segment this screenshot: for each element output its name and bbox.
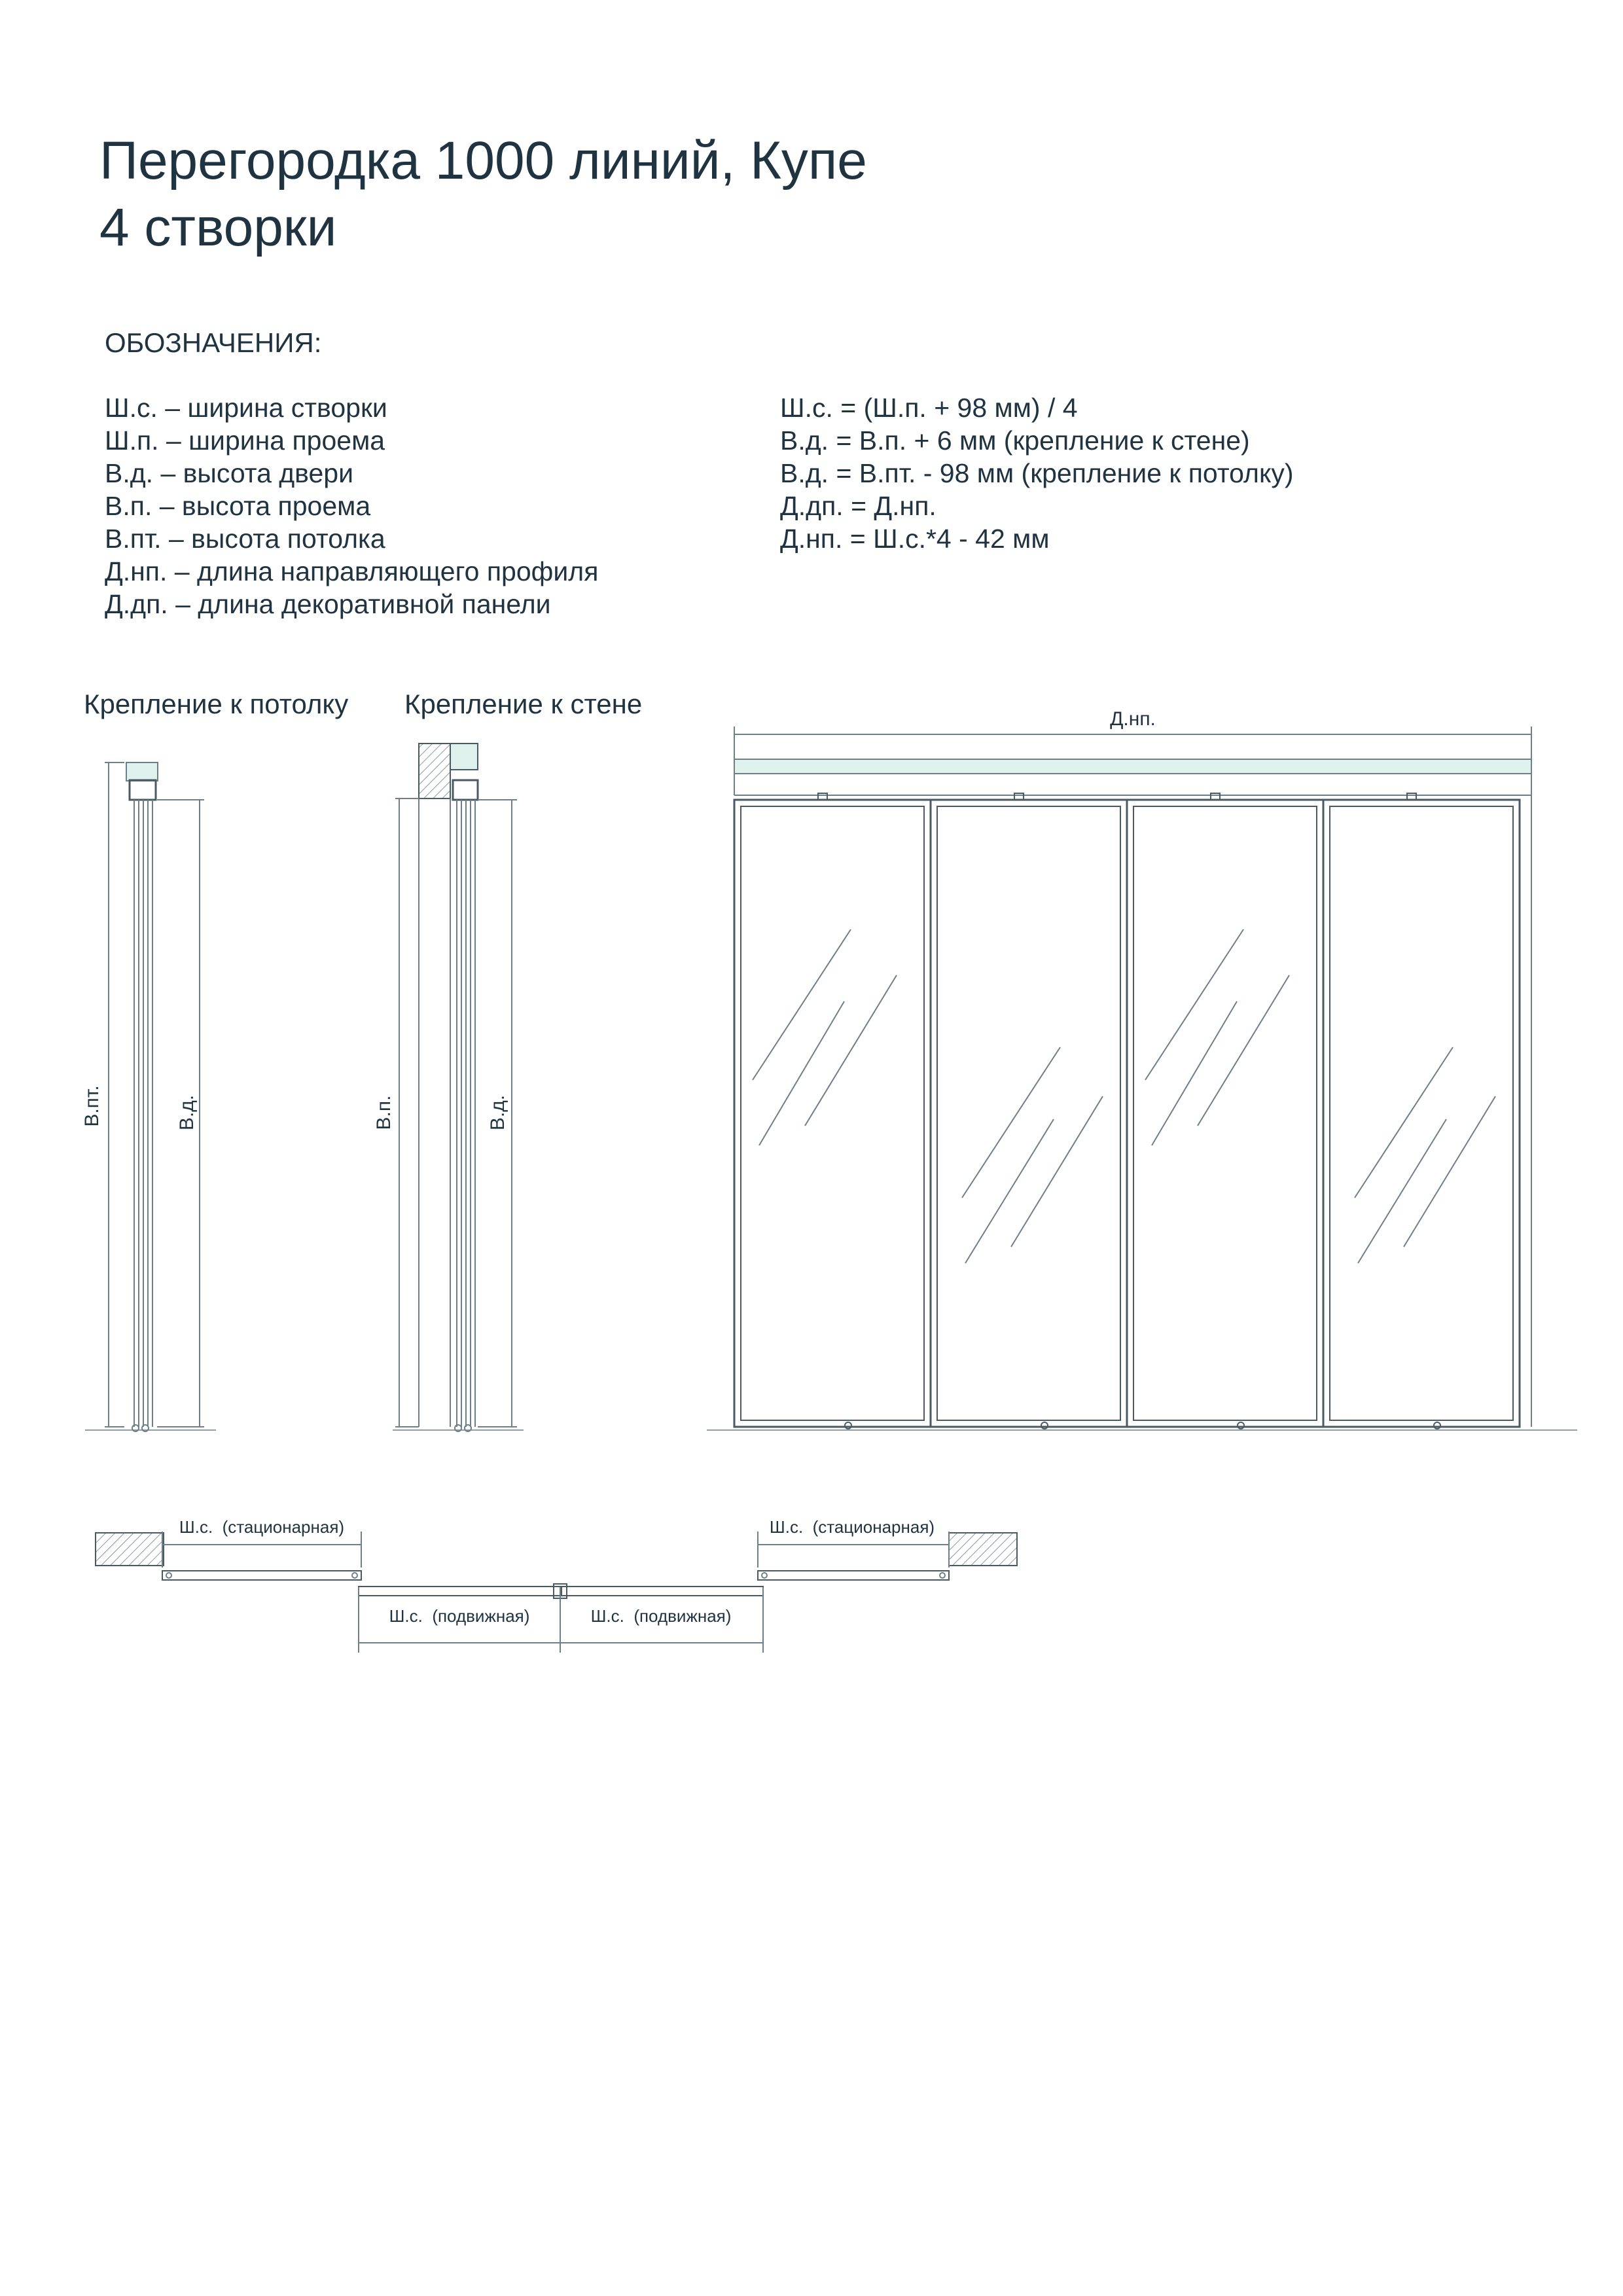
top-roller bbox=[817, 793, 828, 800]
leaf-frame-inner bbox=[1133, 806, 1317, 1421]
fixed-leaf-right bbox=[757, 1570, 950, 1581]
left-wall-hatch bbox=[95, 1532, 164, 1566]
dim-label-door-height: В.д. bbox=[176, 1095, 198, 1130]
door-leaf-4 bbox=[1322, 793, 1521, 1429]
dim-label-opening-height: В.п. bbox=[373, 1096, 395, 1130]
door-leaf-3 bbox=[1126, 793, 1325, 1429]
roller-dot bbox=[939, 1572, 946, 1579]
wall-guide-profile bbox=[450, 743, 478, 770]
definition-item: Д.нп. – длина направляющего профиля bbox=[105, 556, 599, 586]
legend-definitions: Ш.с. – ширина створки Ш.п. – ширина прое… bbox=[105, 391, 598, 620]
glass-reflection-icon bbox=[961, 1047, 1103, 1264]
door-leaf-1 bbox=[733, 793, 932, 1429]
bottom-roller bbox=[132, 1424, 139, 1432]
page-title: Перегородка 1000 линий, Купе 4 створки bbox=[99, 128, 867, 261]
leaf-frame-outer bbox=[733, 798, 932, 1428]
fixed-leaf-left bbox=[162, 1570, 362, 1581]
roller-dot bbox=[761, 1572, 768, 1579]
legend-heading: ОБОЗНАЧЕНИЯ: bbox=[105, 327, 322, 358]
leaf-frame-inner bbox=[936, 806, 1121, 1421]
top-roller bbox=[1406, 793, 1417, 800]
plan-label-right-fixed: Ш.с. (стационарная) bbox=[770, 1517, 935, 1537]
sliding-leaf-2 bbox=[560, 1586, 764, 1596]
front-elevation bbox=[707, 726, 1577, 1431]
ceiling-mount-section bbox=[85, 762, 216, 1432]
door-leaf-2 bbox=[929, 793, 1128, 1429]
leaf-frame-outer bbox=[929, 798, 1128, 1428]
roller-dot bbox=[166, 1572, 172, 1579]
formula-item: В.д. = В.пт. - 98 мм (крепление к потолк… bbox=[780, 458, 1294, 488]
bottom-roller bbox=[464, 1424, 472, 1432]
ceiling-guide-profile bbox=[126, 762, 158, 781]
glass-reflection-icon bbox=[752, 929, 897, 1146]
dim-label-guide-length: Д.нп. bbox=[1110, 708, 1156, 730]
glass-reflection-icon bbox=[1354, 1047, 1496, 1264]
top-roller bbox=[1210, 793, 1221, 800]
definition-item: В.пт. – высота потолка bbox=[105, 524, 385, 554]
leaf-frame-outer bbox=[1322, 798, 1521, 1428]
definition-item: В.д. – высота двери bbox=[105, 458, 354, 488]
formula-item: В.д. = В.п. + 6 мм (крепление к стене) bbox=[780, 425, 1250, 456]
dim-label-ceiling-height: В.пт. bbox=[81, 1085, 103, 1126]
plan-label-sliding-2: Ш.с. (подвижная) bbox=[591, 1606, 732, 1626]
ceiling-roller-block bbox=[128, 779, 157, 801]
title-line-1: Перегородка 1000 линий, Купе bbox=[99, 131, 867, 190]
roller-dot bbox=[351, 1572, 358, 1579]
wall-roller-block bbox=[452, 779, 479, 801]
glass-reflection-icon bbox=[1145, 929, 1290, 1146]
plan-label-sliding-1: Ш.с. (подвижная) bbox=[389, 1606, 530, 1626]
wall-mount-caption: Крепление к стене bbox=[404, 689, 643, 719]
definition-item: Ш.с. – ширина створки bbox=[105, 393, 387, 423]
leaf-frame-outer bbox=[1126, 798, 1325, 1428]
definition-item: Ш.п. – ширина проема bbox=[105, 425, 385, 456]
bottom-roller bbox=[141, 1424, 149, 1432]
wall-mount-section bbox=[393, 743, 524, 1432]
ceiling-mount-caption: Крепление к потолку bbox=[84, 689, 349, 719]
legend-formulas: Ш.с. = (Ш.п. + 98 мм) / 4 В.д. = В.п. + … bbox=[780, 391, 1294, 555]
bottom-roller bbox=[844, 1422, 852, 1429]
title-line-2: 4 створки bbox=[99, 198, 337, 257]
definition-item: В.п. – высота проема bbox=[105, 491, 371, 521]
sliding-leaf-1 bbox=[358, 1586, 562, 1596]
definition-item: Д.дп. – длина декоративной панели bbox=[105, 589, 551, 619]
dim-label-door-height: В.д. bbox=[487, 1095, 508, 1130]
bottom-roller bbox=[454, 1424, 462, 1432]
plan-label-left-fixed: Ш.с. (стационарная) bbox=[179, 1517, 344, 1537]
bottom-roller bbox=[1237, 1422, 1245, 1429]
plan-view bbox=[95, 1532, 1018, 1653]
formula-item: Д.нп. = Ш.с.*4 - 42 мм bbox=[780, 524, 1050, 554]
right-wall-hatch bbox=[948, 1532, 1018, 1566]
decorative-panel bbox=[734, 759, 1532, 774]
wall-hatch bbox=[418, 743, 451, 799]
leaf-frame-inner bbox=[740, 806, 925, 1421]
formula-item: Ш.с. = (Ш.п. + 98 мм) / 4 bbox=[780, 393, 1078, 423]
formula-item: Д.дп. = Д.нп. bbox=[780, 491, 936, 521]
bottom-roller bbox=[1433, 1422, 1441, 1429]
leaf-frame-inner bbox=[1329, 806, 1514, 1421]
top-roller bbox=[1014, 793, 1024, 800]
bottom-roller bbox=[1041, 1422, 1048, 1429]
